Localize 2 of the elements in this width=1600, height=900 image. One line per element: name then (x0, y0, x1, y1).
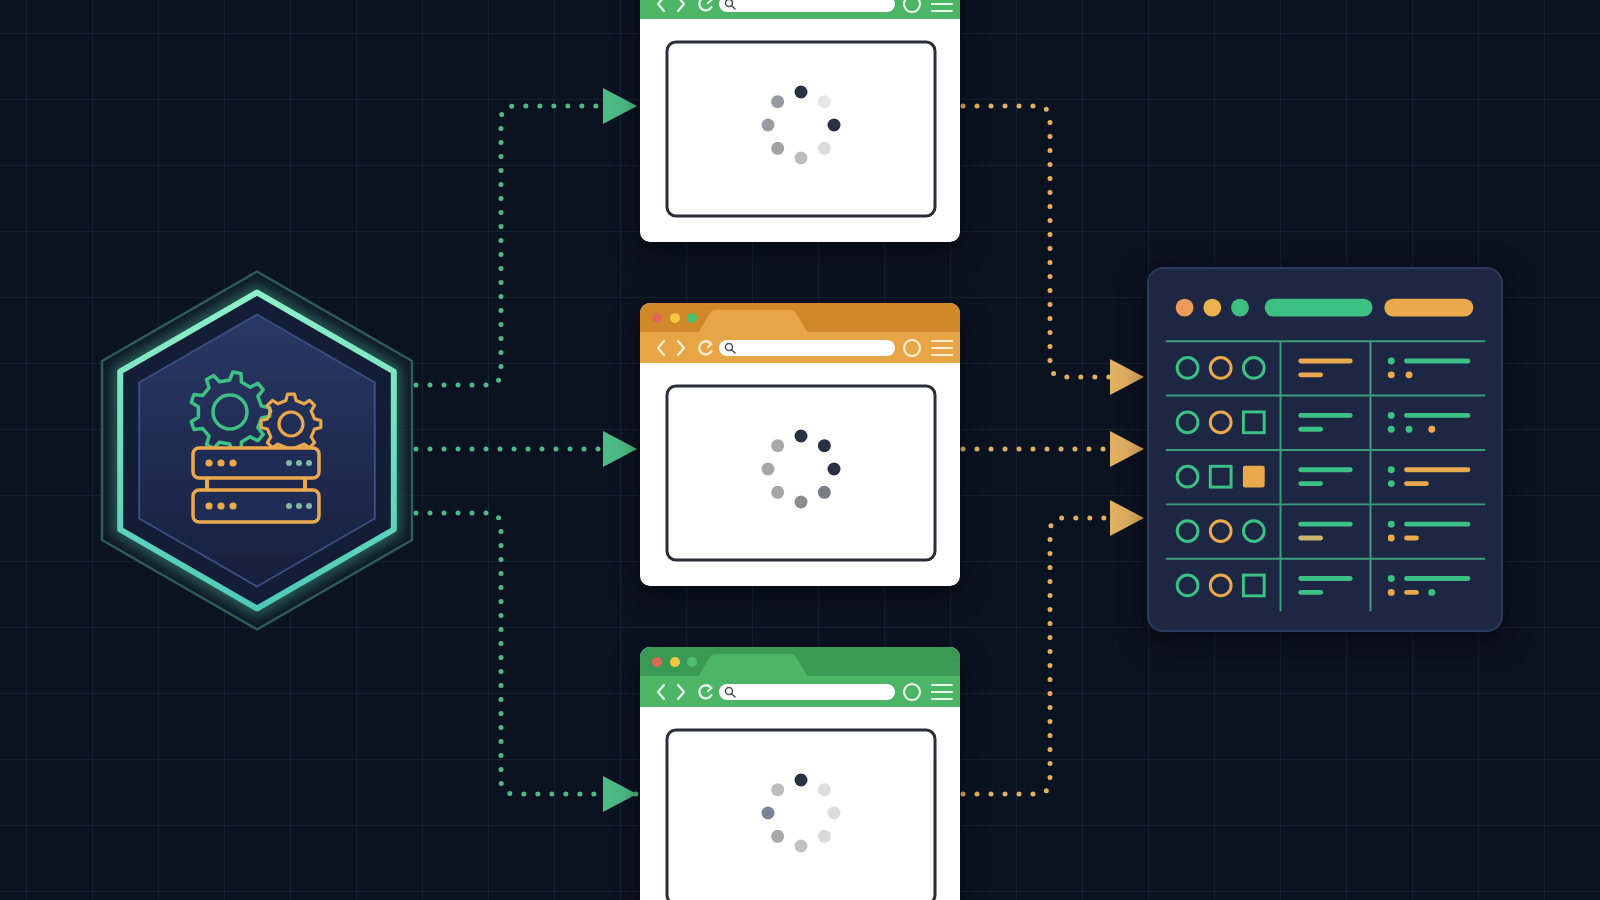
hexagon-badge (101, 270, 413, 631)
dotted-arrow (413, 510, 640, 812)
